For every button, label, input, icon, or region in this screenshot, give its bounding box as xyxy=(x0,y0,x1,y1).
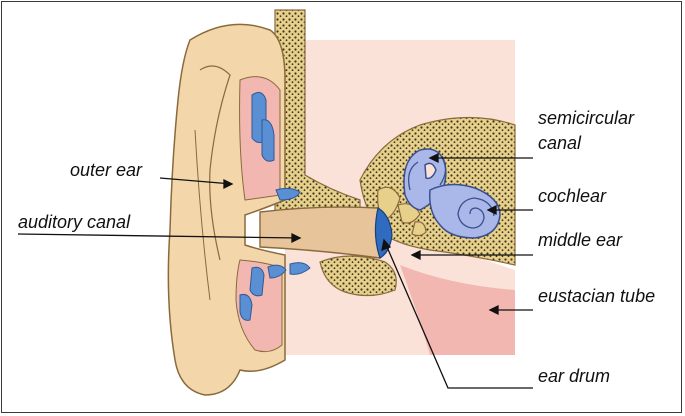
label-outer-ear: outer ear xyxy=(70,160,142,180)
label-cochlear: cochlear xyxy=(538,186,606,206)
label-auditory-canal: auditory canal xyxy=(18,212,130,232)
label-eustacian-tube: eustacian tube xyxy=(538,286,655,306)
auditory-canal-shape xyxy=(260,207,380,258)
label-middle-ear: middle ear xyxy=(538,230,622,250)
label-ear-drum: ear drum xyxy=(538,366,610,386)
label-semicircular-line2: canal xyxy=(538,133,581,153)
label-semicircular-line1: semicircular xyxy=(538,108,634,128)
